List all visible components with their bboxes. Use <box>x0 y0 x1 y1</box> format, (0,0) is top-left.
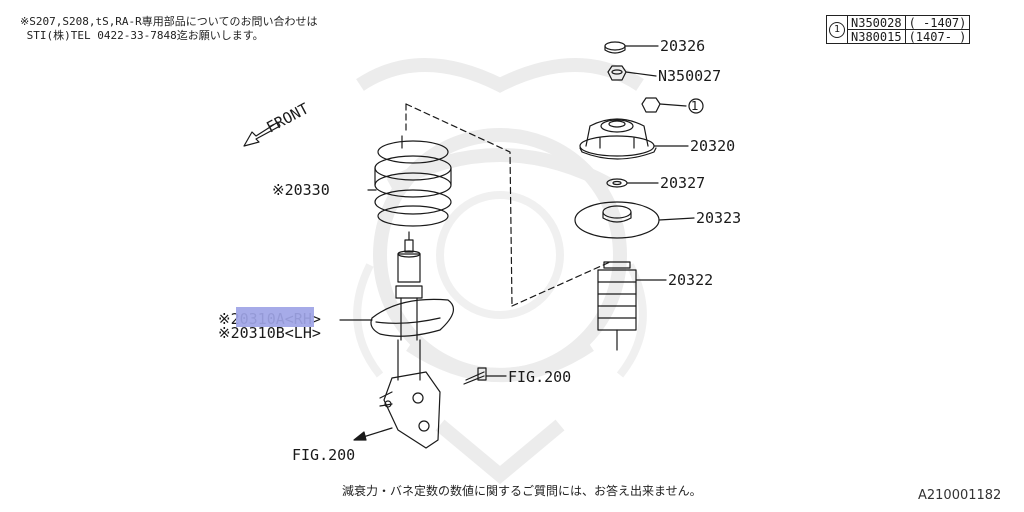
ref-circle-number: 1 <box>829 21 845 38</box>
ref-circle-label: 1 <box>691 99 699 113</box>
part-number-20326[interactable]: 20326 <box>660 37 705 55</box>
watermark-emblem <box>353 58 647 485</box>
bolt-part <box>463 367 487 385</box>
part-number-20310b[interactable]: ※20310B<LH> <box>218 324 321 342</box>
nut-part <box>607 65 627 81</box>
cap-part <box>604 41 626 54</box>
mount-nut-part <box>641 97 661 113</box>
bolt-figure-link[interactable]: FIG.200 <box>508 368 571 386</box>
assembly-guide-line <box>405 103 611 307</box>
table-row: 1 N350028 ( -1407) <box>826 15 971 44</box>
ref-circle-cell: 1 <box>826 15 848 44</box>
part-number-20320[interactable]: 20320 <box>690 137 735 155</box>
ref-part-number[interactable]: N380015 <box>847 29 906 44</box>
part-number-20330[interactable]: ※20330 <box>272 181 330 199</box>
ref-date-range: (1407- ) <box>904 29 971 44</box>
ref-circle-marker <box>688 98 704 114</box>
footer-note: 減衰力・バネ定数の数値に関するご質問には、お答え出来ません。 <box>342 484 702 498</box>
upper-mount-part <box>579 118 657 160</box>
strut-assembly-part <box>370 231 455 449</box>
part-number-20323[interactable]: 20323 <box>696 209 741 227</box>
dust-boot-part <box>597 261 637 351</box>
front-arrow-icon <box>243 121 281 147</box>
part-number-20327[interactable]: 20327 <box>660 174 705 192</box>
selection-highlight <box>236 307 314 327</box>
reference-table: 1 N350028 ( -1407) N380015 (1407- ) <box>826 15 971 44</box>
spring-seat-part <box>574 201 660 239</box>
ref-date-range: ( -1407) <box>904 15 971 30</box>
knuckle-figure-link[interactable]: FIG.200 <box>292 446 355 464</box>
part-number-n350027[interactable]: N350027 <box>658 67 721 85</box>
coil-spring-part <box>374 135 452 227</box>
leader-lines <box>339 45 695 377</box>
washer-part <box>606 178 628 188</box>
header-note-line-2: STI(株)TEL 0422-33-7848迄お願いします。 <box>20 29 264 42</box>
part-number-20322[interactable]: 20322 <box>668 271 713 289</box>
table-row: N380015 (1407- ) <box>827 29 971 44</box>
front-direction-label: FRONT <box>263 99 311 136</box>
diagram-code: A210001182 <box>918 488 1002 503</box>
header-note-line-1: ※S207,S208,tS,RA-R専用部品についてのお問い合わせは <box>20 15 318 28</box>
ref-part-number[interactable]: N350028 <box>847 15 906 30</box>
